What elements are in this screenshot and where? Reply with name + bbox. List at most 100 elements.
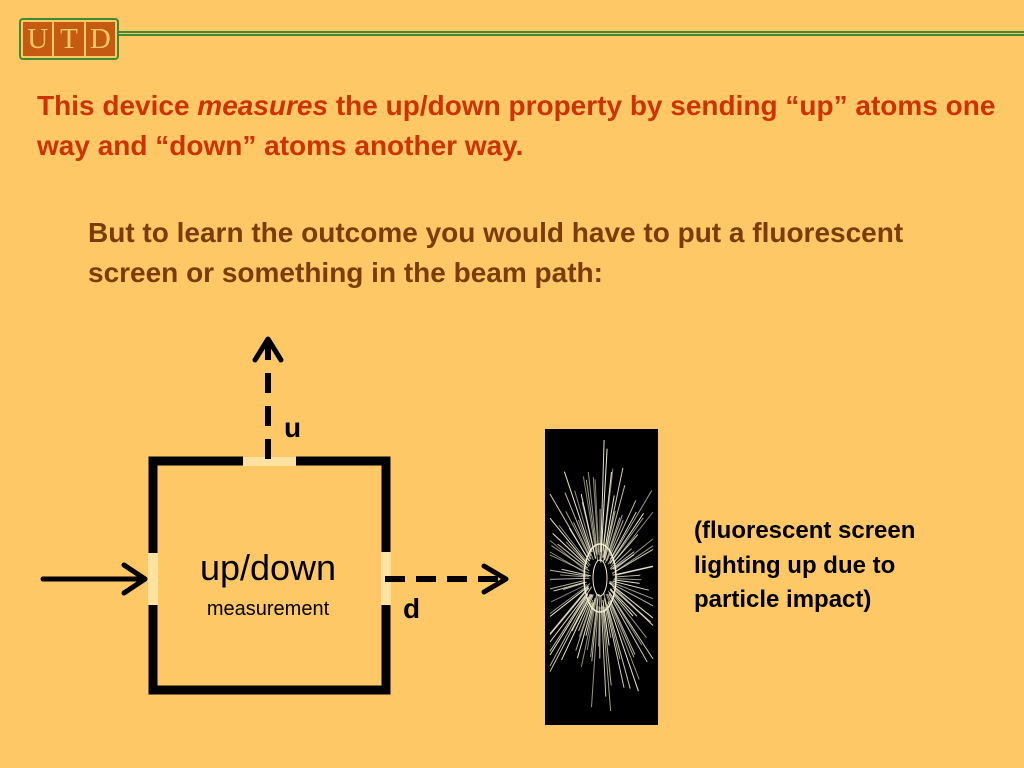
starburst-ray [574, 490, 593, 553]
starburst-ray [549, 540, 586, 571]
starburst-ray [568, 527, 591, 562]
screen-caption: (fluorescent screen lighting up due to p… [694, 517, 916, 613]
starburst-ray [578, 602, 592, 637]
starburst-ray [549, 593, 589, 656]
starburst-ray [598, 594, 601, 647]
starburst-ray [553, 581, 586, 592]
headline-part-2: the up/down property by sending “up” ato… [37, 90, 996, 161]
starburst-ray [562, 581, 587, 591]
starburst-ray [609, 582, 654, 607]
starburst-ray [590, 598, 598, 657]
starburst-ray [587, 471, 598, 555]
starburst-ray [549, 583, 591, 614]
starburst-ray [601, 605, 612, 712]
starburst-ray [609, 513, 645, 564]
starburst-ray [549, 517, 588, 564]
starburst-ray [607, 590, 643, 646]
starburst-ray [586, 594, 598, 651]
starburst-ray [558, 525, 591, 566]
starburst-ray [609, 500, 637, 557]
down-beam-arrow [385, 563, 509, 595]
starburst-ray [611, 548, 654, 574]
starburst-ray [606, 593, 636, 655]
starburst-ray [561, 594, 593, 661]
starburst-ray [606, 520, 624, 562]
starburst-ray [549, 577, 590, 580]
slide-headline: This device measures the up/down propert… [37, 86, 997, 166]
starburst-ray [615, 591, 652, 623]
starburst-ray [604, 514, 623, 564]
starburst-ray [549, 554, 590, 574]
starburst-ray [609, 592, 654, 660]
down-output-label: d [403, 593, 421, 624]
starburst-ray [603, 598, 625, 688]
starburst-ray [575, 599, 594, 651]
starburst-ray [608, 582, 654, 619]
starburst-ray [612, 580, 649, 591]
starburst-ray [549, 595, 586, 643]
starburst-ray [609, 580, 654, 600]
starburst-ray [552, 533, 585, 564]
starburst-ray [608, 593, 648, 663]
starburst-ray [615, 566, 654, 576]
logo-letter-t: T [54, 22, 84, 56]
starburst-ray [549, 585, 589, 617]
starburst-ray [565, 511, 591, 560]
starburst-ray [608, 517, 621, 552]
starburst-ray [614, 574, 641, 578]
starburst-ray [549, 593, 591, 672]
starburst-ray [603, 495, 615, 558]
starburst-ray [591, 606, 599, 708]
up-output-label: u [284, 412, 302, 443]
headline-emphasis: measures [197, 90, 329, 121]
box-title: up/down [199, 547, 337, 588]
starburst-ray [610, 511, 654, 567]
starburst-ray [610, 517, 644, 564]
starburst-ray [607, 601, 639, 692]
starburst-ray [613, 579, 640, 584]
starburst-ray [549, 587, 590, 636]
measurement-box [148, 456, 391, 695]
starburst-ray [578, 594, 594, 631]
starburst-ray [549, 586, 593, 652]
starburst-ray [550, 583, 588, 603]
starburst-ray [603, 467, 624, 562]
starburst-ray [591, 594, 599, 662]
starburst-ray [612, 565, 654, 576]
starburst-ray [582, 476, 597, 554]
starburst-ray [602, 599, 610, 646]
starburst-ray [576, 602, 594, 659]
utd-logo: U T D [19, 18, 119, 60]
starburst-ray [557, 543, 589, 569]
slide-subtext: But to learn the outcome you would have … [88, 217, 904, 288]
starburst-ray [600, 595, 607, 697]
starburst-ray [592, 477, 599, 553]
starburst-ray [604, 606, 612, 638]
starburst-ray [600, 439, 605, 553]
starburst-ray [561, 568, 591, 577]
starburst-ray [605, 593, 640, 680]
starburst-ray [613, 578, 642, 581]
starburst-ray [603, 592, 621, 660]
starburst-ray [551, 545, 590, 572]
starburst-ray [602, 606, 612, 686]
fluorescent-screen [545, 429, 658, 725]
starburst-ray [560, 574, 586, 578]
starburst-ray [577, 519, 594, 561]
starburst-ray [549, 597, 588, 667]
starburst-ray [549, 580, 584, 590]
starburst-ray [614, 538, 654, 571]
starburst-ray [601, 468, 614, 559]
starburst-ray [580, 593, 598, 668]
starburst-ray [573, 522, 592, 560]
starburst-ray [549, 587, 589, 635]
logo-letter-d: D [85, 22, 115, 56]
header-rule [119, 31, 1024, 36]
starburst-ray [585, 479, 599, 561]
logo-letter-u: U [23, 22, 53, 56]
starburst-ray [609, 600, 635, 658]
starburst-ray [564, 492, 592, 557]
starburst-ray [594, 479, 600, 556]
starburst-ray [606, 603, 631, 689]
